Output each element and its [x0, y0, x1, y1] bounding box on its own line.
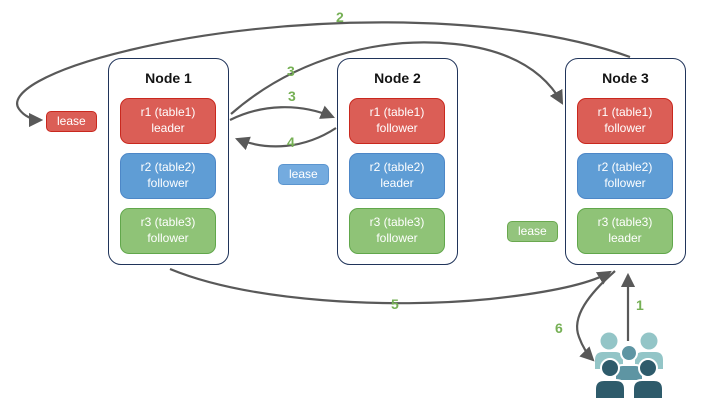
replica-role: leader	[151, 121, 185, 135]
node-1-title: Node 1	[145, 70, 192, 86]
step-label-4: 4	[287, 134, 295, 150]
users-icon	[594, 332, 664, 400]
replica-role: leader	[608, 231, 642, 245]
replica-name: r3 (table3)	[369, 215, 425, 230]
arrow-step2-gateway-to-lease	[16, 21, 631, 128]
step-label-2: 2	[336, 9, 344, 25]
replica-role: follower	[147, 176, 189, 190]
node-3: Node 3 r1 (table1) follower r2 (table2) …	[565, 58, 686, 265]
node-2-replica-r3: r3 (table3) follower	[349, 208, 445, 254]
arrow-step6-gateway-to-users	[576, 270, 616, 362]
arrow-step5-leader-to-gateway	[169, 267, 612, 305]
node-1-replica-r1: r1 (table1) leader	[120, 98, 216, 144]
replica-name: r2 (table2)	[597, 160, 653, 175]
replica-name: r3 (table3)	[597, 215, 653, 230]
replica-role: follower	[604, 176, 646, 190]
replica-role: leader	[380, 176, 414, 190]
step-label-1: 1	[636, 297, 644, 313]
step-label-3b: 3	[288, 88, 296, 104]
node-2-replica-r2: r2 (table2) leader	[349, 153, 445, 199]
replica-role: follower	[376, 121, 418, 135]
node-1-replica-r3: r3 (table3) follower	[120, 208, 216, 254]
replica-role: follower	[147, 231, 189, 245]
node-2: Node 2 r1 (table1) follower r2 (table2) …	[337, 58, 458, 265]
replica-name: r1 (table1)	[369, 105, 425, 120]
node-3-replica-r2: r2 (table2) follower	[577, 153, 673, 199]
replica-name: r3 (table3)	[140, 215, 196, 230]
arrow-step3-leader-to-node2-follower	[229, 105, 335, 121]
lease-tag-table1: lease	[46, 111, 97, 132]
node-3-title: Node 3	[602, 70, 649, 86]
arrow-step4-node2-ack-to-leader	[234, 127, 337, 151]
step-label-5: 5	[391, 296, 399, 312]
node-1: Node 1 r1 (table1) leader r2 (table2) fo…	[108, 58, 229, 265]
replica-name: r1 (table1)	[597, 105, 653, 120]
node-2-title: Node 2	[374, 70, 421, 86]
replica-name: r2 (table2)	[140, 160, 196, 175]
lease-tag-table2: lease	[278, 164, 329, 185]
replica-role: follower	[604, 121, 646, 135]
node-1-replica-r2: r2 (table2) follower	[120, 153, 216, 199]
node-3-replica-r1: r1 (table1) follower	[577, 98, 673, 144]
replica-role: follower	[376, 231, 418, 245]
arrow-step3-leader-to-node3-follower	[230, 41, 564, 115]
node-2-replica-r1: r1 (table1) follower	[349, 98, 445, 144]
lease-tag-table3: lease	[507, 221, 558, 242]
replica-name: r2 (table2)	[369, 160, 425, 175]
node-3-replica-r3: r3 (table3) leader	[577, 208, 673, 254]
step-label-6: 6	[555, 320, 563, 336]
replica-name: r1 (table1)	[140, 105, 196, 120]
step-label-3a: 3	[287, 63, 295, 79]
